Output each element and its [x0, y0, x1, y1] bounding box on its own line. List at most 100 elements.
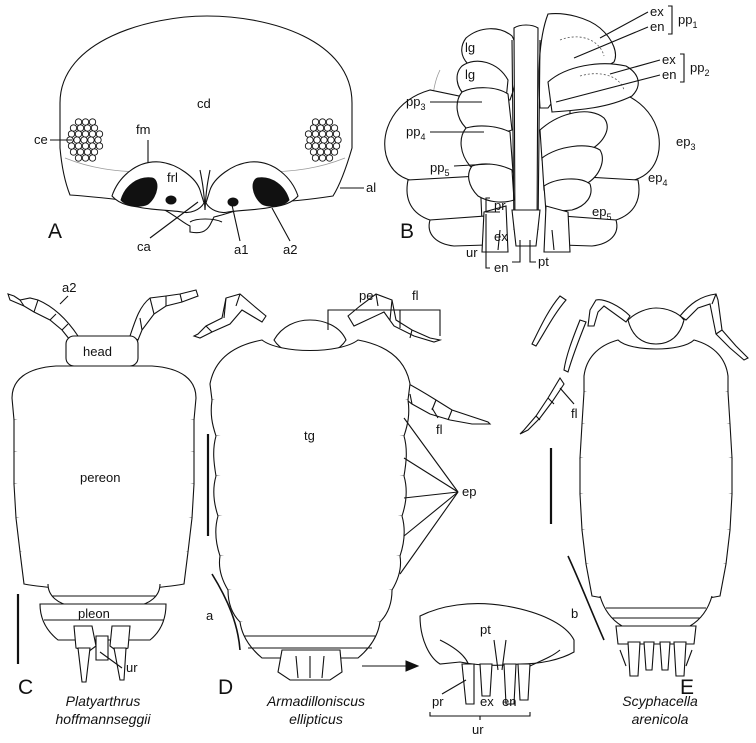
panel-e: fl b E Scyphacella arenicola — [519, 293, 749, 727]
species-e-genus: Scyphacella — [622, 693, 698, 709]
label-head: head — [83, 344, 112, 359]
ommatidium — [94, 136, 102, 144]
panel-b: lg lg ex en pp1 ex en pp2 pp3 pp4 pp5 ep… — [384, 4, 709, 275]
label-en-pp1: en — [650, 19, 664, 34]
ommatidium — [334, 136, 342, 144]
label-a2-c: a2 — [62, 280, 76, 295]
panel-letter-a: A — [48, 220, 62, 243]
label-pp3: pp3 — [406, 94, 425, 112]
ommatidium — [83, 124, 92, 132]
ommatidium — [306, 136, 314, 144]
panel-letter-b: B — [400, 220, 414, 243]
ommatidium — [304, 142, 313, 150]
ommatidium — [318, 154, 327, 162]
label-ur-c: ur — [126, 660, 138, 675]
ommatidium — [316, 148, 325, 156]
panel-a: cd ce fm frl al ca a1 a2 A — [34, 15, 376, 257]
label-ex-pp2: ex — [662, 52, 676, 67]
ommatidium — [74, 154, 83, 162]
label-pe: pe — [359, 288, 373, 303]
ommatidium — [318, 118, 327, 126]
label-fl-side: fl — [436, 422, 443, 437]
ommatidium — [325, 154, 334, 162]
species-d-epithet: ellipticus — [289, 711, 343, 727]
label-ca: ca — [137, 239, 152, 254]
ommatidium — [311, 154, 320, 162]
label-frl: frl — [167, 170, 178, 185]
label-a1: a1 — [234, 242, 248, 257]
label-ex: ex — [494, 229, 508, 244]
label-ep5: ep5 — [592, 204, 611, 222]
panel-letter-c: C — [18, 676, 33, 699]
ommatidium — [316, 124, 325, 132]
ommatidium — [87, 136, 95, 144]
ommatidium — [318, 142, 327, 150]
ommatidium — [81, 118, 90, 126]
label-ur: ur — [466, 245, 478, 260]
label-al: al — [366, 180, 376, 195]
species-c-genus: Platyarthrus — [66, 693, 141, 709]
ommatidium — [325, 130, 334, 138]
label-ur-d: ur — [472, 722, 484, 737]
ommatidium — [83, 148, 92, 156]
ommatidium — [74, 130, 83, 138]
label-fl-e: fl — [571, 406, 578, 421]
ommatidium — [90, 124, 99, 132]
label-lg-1: lg — [465, 40, 475, 55]
label-en: en — [494, 260, 508, 275]
ommatidium — [88, 142, 97, 150]
label-ep-d: ep — [462, 484, 476, 499]
species-e-epithet: arenicola — [632, 711, 689, 727]
label-pp4: pp4 — [406, 124, 425, 142]
label-ep4: ep4 — [648, 170, 667, 188]
species-d-genus: Armadilloniscus — [266, 693, 365, 709]
ommatidium — [76, 148, 85, 156]
ommatidium — [330, 148, 339, 156]
panel-letter-d: D — [218, 676, 233, 699]
ommatidium — [74, 142, 83, 150]
ommatidium — [327, 136, 335, 144]
label-fm: fm — [136, 122, 150, 137]
panel-c: a2 head pereon pleon ur C Platyarthrus h… — [7, 280, 199, 727]
ommatidium — [74, 118, 83, 126]
ommatidium — [67, 142, 76, 150]
label-pr: pr — [494, 198, 506, 213]
ommatidium — [304, 130, 313, 138]
label-ex-pp1: ex — [650, 4, 664, 19]
label-pereon: pereon — [80, 470, 120, 485]
label-en-d: en — [502, 694, 516, 709]
ommatidium — [330, 124, 339, 132]
ommatidium — [76, 124, 85, 132]
label-ce: ce — [34, 132, 48, 147]
ommatidium — [81, 142, 90, 150]
label-ep3: ep3 — [676, 134, 695, 152]
label-pt: pt — [480, 622, 491, 637]
ommatidium — [323, 148, 332, 156]
ommatidium — [318, 130, 327, 138]
label-pp2: pp2 — [690, 60, 709, 78]
ommatidium — [332, 142, 341, 150]
ommatidium — [88, 118, 97, 126]
label-ex-d: ex — [480, 694, 494, 709]
ommatidium — [311, 130, 320, 138]
label-a: a — [206, 608, 214, 623]
ommatidium — [69, 124, 78, 132]
ommatidium — [73, 136, 81, 144]
ommatidium — [88, 130, 97, 138]
ommatidium — [311, 142, 320, 150]
panel-letter-e: E — [680, 676, 694, 699]
ommatidium — [320, 136, 328, 144]
label-pleon: pleon — [78, 606, 110, 621]
ommatidium — [81, 130, 90, 138]
ommatidium — [90, 148, 99, 156]
label-lg-2: lg — [465, 67, 475, 82]
ommatidium — [325, 118, 334, 126]
ommatidium — [95, 142, 104, 150]
label-pr-d: pr — [432, 694, 444, 709]
label-pt: pt — [538, 254, 549, 269]
ommatidium — [309, 124, 318, 132]
label-a2: a2 — [283, 242, 297, 257]
label-pp5: pp5 — [430, 160, 449, 178]
ommatidium — [81, 154, 90, 162]
